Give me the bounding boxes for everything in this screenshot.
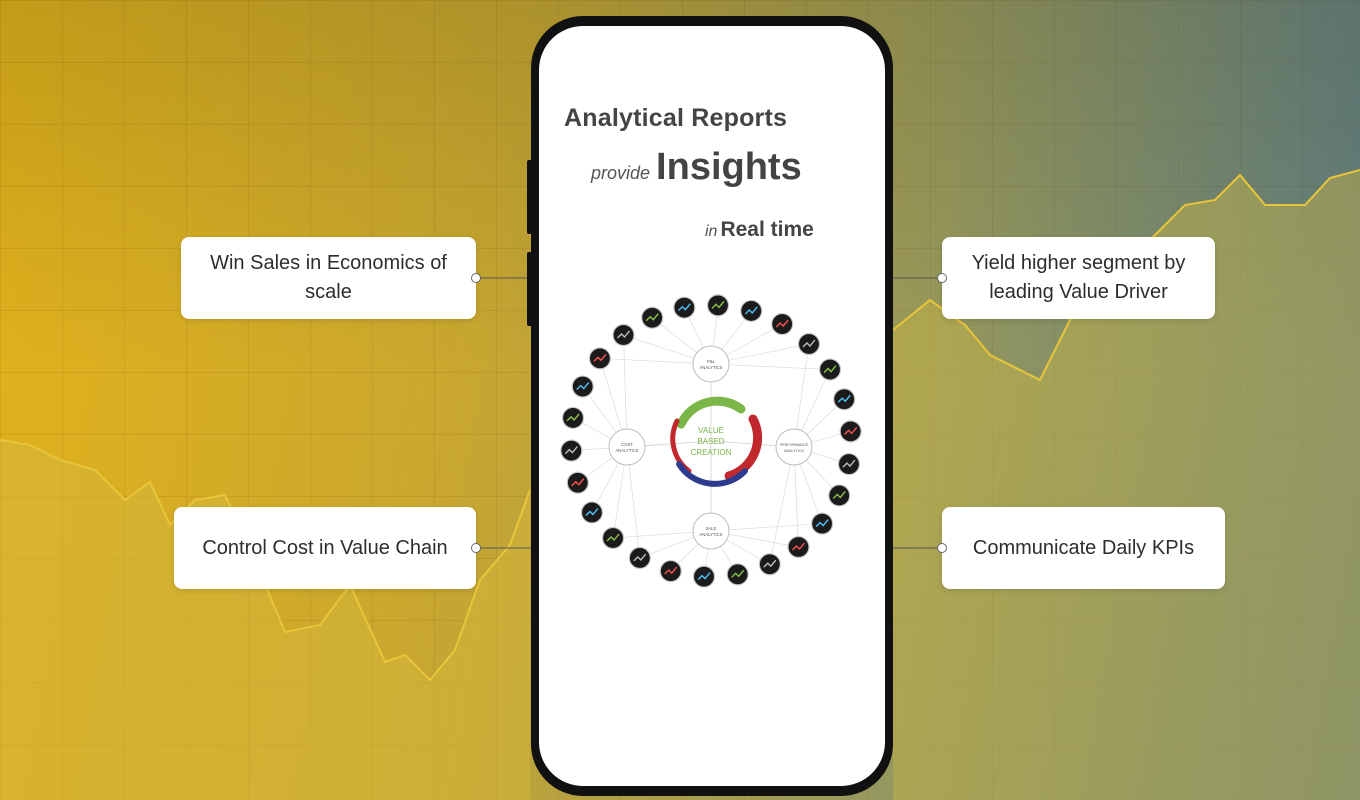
card-win-sales-text: Win Sales in Economics of scale <box>210 252 447 303</box>
chart-thumbnail-icon <box>706 294 730 317</box>
chart-thumbnail-icon <box>833 388 856 411</box>
value-creation-diagram: P&LANALYTICSCOSTANALYTICSPERFORMANCEANAL… <box>560 294 862 588</box>
chart-thumbnail-icon <box>758 553 781 576</box>
center-label-line-1: VALUE <box>698 426 724 435</box>
card-communicate-kpis-text: Communicate Daily KPIs <box>972 536 1195 559</box>
chart-thumbnail-icon <box>628 546 651 570</box>
chart-thumbnail-icon <box>828 484 851 507</box>
hub-label: P&L <box>707 359 716 364</box>
chart-thumbnail-icon <box>560 439 583 462</box>
subheadline-provide: provide <box>591 163 651 183</box>
headline: Analytical Reports <box>564 104 788 132</box>
phone-side-button-lower <box>527 252 533 326</box>
ring-red-arc <box>724 414 763 481</box>
card-yield-higher-text: Yield higher segment by leading Value Dr… <box>971 252 1186 303</box>
diagram-thumbnails <box>560 294 862 588</box>
hub-label: ANALYTICS <box>700 365 723 370</box>
chart-thumbnail-icon <box>771 312 794 336</box>
ring-blue-arc <box>676 461 748 487</box>
chart-thumbnail-icon <box>588 347 612 370</box>
hub-label: SALE <box>706 526 717 531</box>
card-control-cost: Control Cost in Value Chain <box>174 507 476 589</box>
chart-thumbnail-icon <box>659 559 682 583</box>
chart-thumbnail-icon <box>612 323 635 347</box>
chart-thumbnail-icon <box>810 512 834 535</box>
phone-side-button-upper <box>527 160 533 234</box>
connector-dot-control-cost <box>471 543 481 553</box>
connector-dot-win-sales <box>471 273 481 283</box>
hub-performance-analytics: PERFORMANCE ANALYTICS <box>775 428 813 466</box>
hub-label: PERFORMANCE <box>780 443 809 447</box>
chart-thumbnail-icon <box>726 563 749 586</box>
chart-thumbnail-icon <box>601 526 625 550</box>
center-label-line-2: BASED <box>697 437 724 446</box>
connector-dot-communicate-kpis <box>937 543 947 553</box>
hub-label: ANALYTICS <box>700 532 723 537</box>
diagram-hubs: P&LANALYTICSCOSTANALYTICSPERFORMANCEANAL… <box>608 345 813 550</box>
chart-thumbnail-icon <box>797 332 821 356</box>
chart-thumbnail-icon <box>692 565 716 588</box>
subheadline-insights-word: Insights <box>656 146 802 188</box>
chart-thumbnail-icon <box>740 299 763 323</box>
chart-thumbnail-icon <box>641 306 664 329</box>
center-label-line-3: CREATION <box>691 448 732 457</box>
value-based-creation-ring: VALUE BASED CREATION <box>670 396 763 487</box>
chart-thumbnail-icon <box>571 375 594 398</box>
card-win-sales: Win Sales in Economics of scale <box>181 237 476 319</box>
chart-thumbnail-icon <box>818 358 842 381</box>
card-control-cost-text: Control Cost in Value Chain <box>202 536 448 559</box>
connector-dot-yield-higher <box>937 273 947 283</box>
hub-label: COST <box>621 442 633 447</box>
chart-thumbnail-icon <box>566 471 589 494</box>
hub-label: ANALYTICS <box>616 448 639 453</box>
background-line <box>0 439 531 682</box>
chart-thumbnail-icon <box>580 501 604 524</box>
chart-thumbnail-icon <box>673 296 696 319</box>
background-area <box>0 440 530 800</box>
subheadline-in: in <box>705 223 718 240</box>
card-communicate-kpis: Communicate Daily KPIs <box>942 507 1225 589</box>
chart-thumbnail-icon <box>787 535 810 559</box>
subheadline-realtime-word: Real time <box>720 218 814 241</box>
chart-thumbnail-icon <box>839 420 862 443</box>
hub-label: ANALYTICS <box>784 449 804 453</box>
chart-thumbnail-icon <box>837 452 861 476</box>
chart-thumbnail-icon <box>561 406 585 430</box>
ring-green-arc <box>676 396 746 429</box>
card-yield-higher: Yield higher segment by leading Value Dr… <box>942 237 1215 319</box>
background-area-right <box>893 170 1360 800</box>
